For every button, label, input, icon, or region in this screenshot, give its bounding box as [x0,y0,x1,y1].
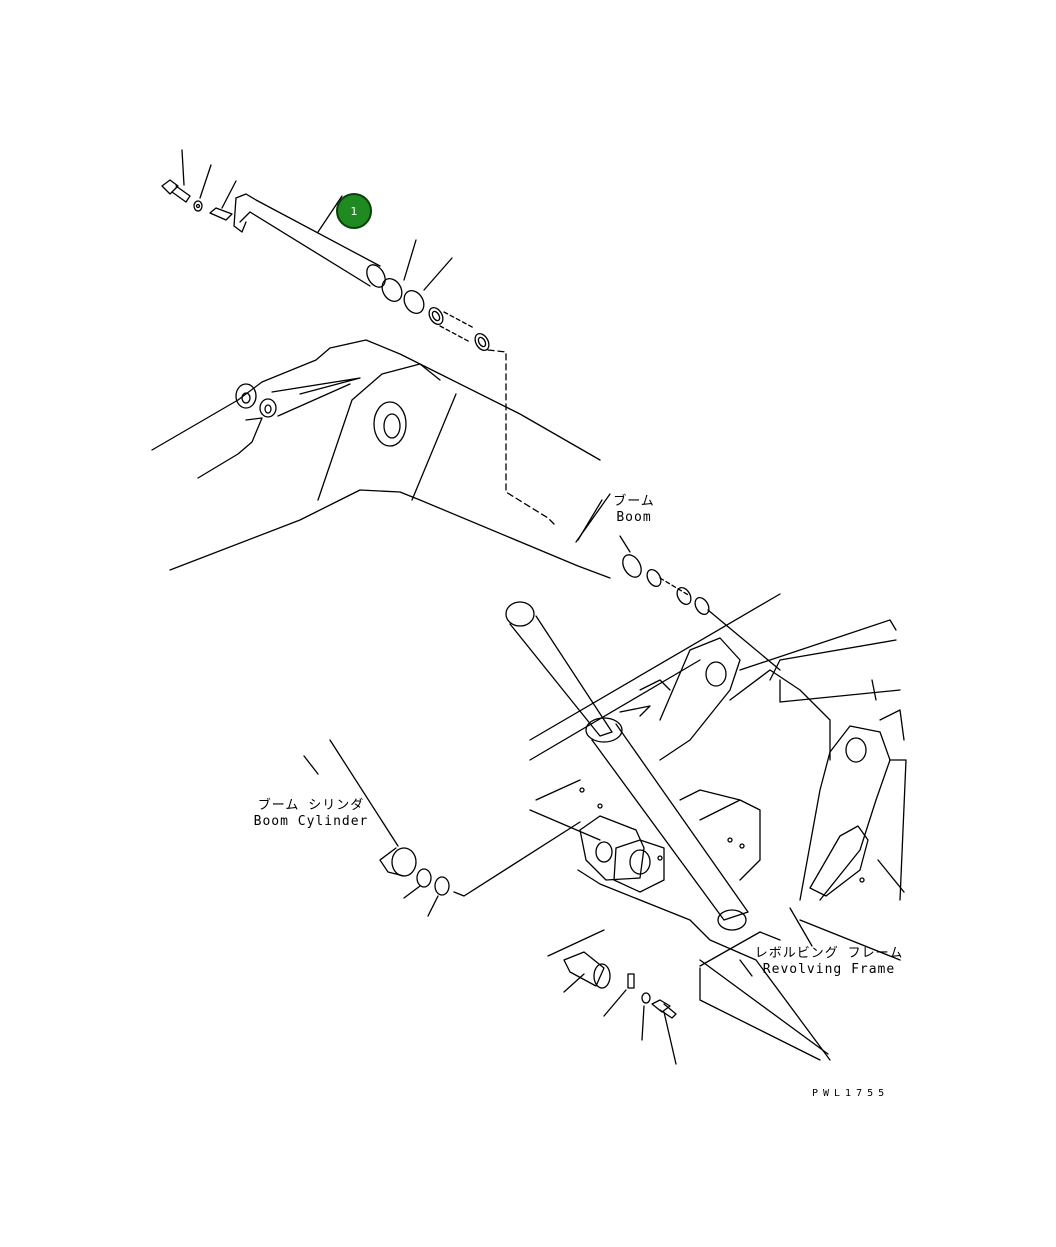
bushing-upper [428,306,490,352]
revolving-frame-label-jp: レボルビング フレーム [754,946,904,961]
lock-plate-top [209,180,237,221]
boom-cylinder-label-en: Boom Cylinder [253,814,369,829]
revolving-frame-label-en: Revolving Frame [762,962,896,977]
boom-label-en: Boom [616,510,652,525]
boom-cylinder [505,601,749,931]
revolving-frame-label: レボルビング フレーム Revolving Frame [754,946,904,978]
washer-top [193,164,212,212]
leader-dashed-upper [487,349,557,527]
boom-cylinder-label: ブーム シリンダ Boom Cylinder [246,798,376,830]
thrust-washer-2 [403,257,453,314]
bushing-lower [619,535,781,671]
drawing-code: PWL1755 [812,1088,890,1099]
bolt-top [161,149,191,203]
lock-plate-bottom [603,973,635,1017]
revolving-frame [529,593,907,1061]
boom-cylinder-label-jp: ブーム シリンダ [257,798,365,813]
boom [151,339,611,579]
leader-frame-label [789,907,813,947]
cylinder-foot-pin [547,929,611,993]
washer-bottom [641,992,651,1041]
thrust-washer-1 [381,239,417,302]
bolt-bottom [651,999,677,1065]
leader-boom-label [577,499,603,541]
part-callout-1[interactable]: 1 [336,193,372,229]
boom-label: ブーム Boom [608,494,660,526]
leader-cylinder-foot [453,821,581,897]
boom-label-jp: ブーム [613,494,655,509]
cylinder-pin-group [303,739,450,917]
